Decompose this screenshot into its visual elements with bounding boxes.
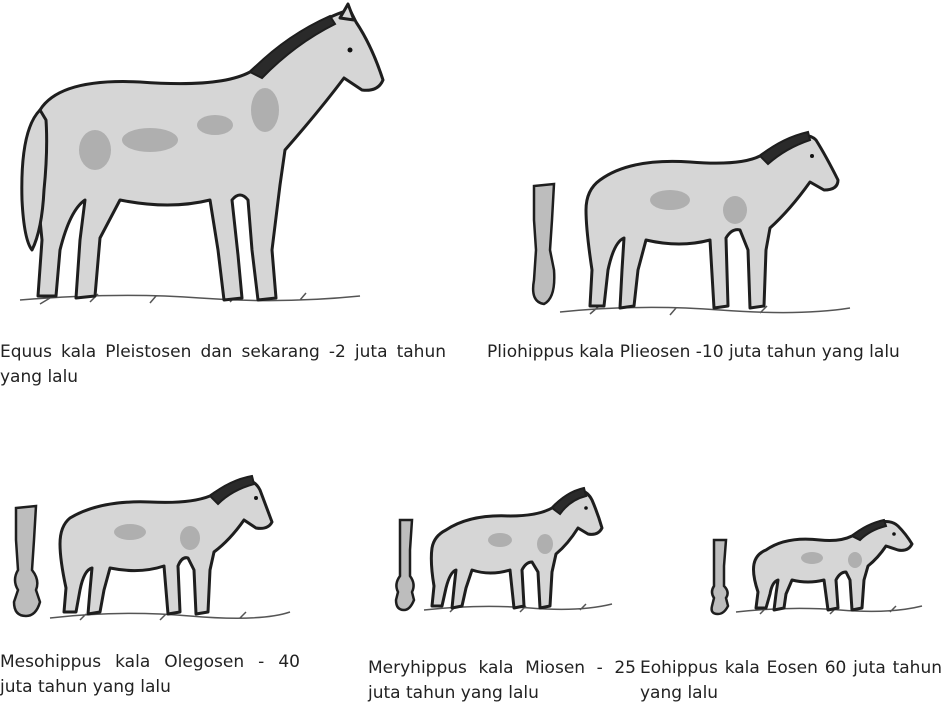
caption-mesohippus: Mesohippus kala Olegosen - 40 juta tahun… <box>0 650 300 700</box>
pliohippus-illustration <box>520 120 860 320</box>
caption-pliohippus: Pliohippus kala Plieosen -10 juta tahun … <box>487 340 942 365</box>
figure-mesohippus <box>0 470 300 630</box>
equus-illustration <box>0 0 400 320</box>
caption-eohippus: Eohippus kala Eosen 60 juta tahun yang l… <box>640 656 942 706</box>
figure-pliohippus <box>520 120 860 320</box>
meryhippus-illustration <box>380 480 620 620</box>
figure-meryhippus <box>380 480 620 620</box>
eohippus-foot-bone <box>712 540 728 614</box>
pliohippus-foot-bone <box>533 184 554 304</box>
figure-equus <box>0 0 400 320</box>
mesohippus-illustration <box>0 470 300 630</box>
eohippus-illustration <box>700 500 930 625</box>
meryhippus-foot-bone <box>396 520 414 610</box>
caption-meryhippus: Meryhippus kala Miosen - 25 juta tahun y… <box>368 656 636 706</box>
caption-equus: Equus kala Pleistosen dan sekarang -2 ju… <box>0 340 446 390</box>
mesohippus-foot-bone <box>14 506 40 616</box>
figure-eohippus <box>700 500 930 625</box>
